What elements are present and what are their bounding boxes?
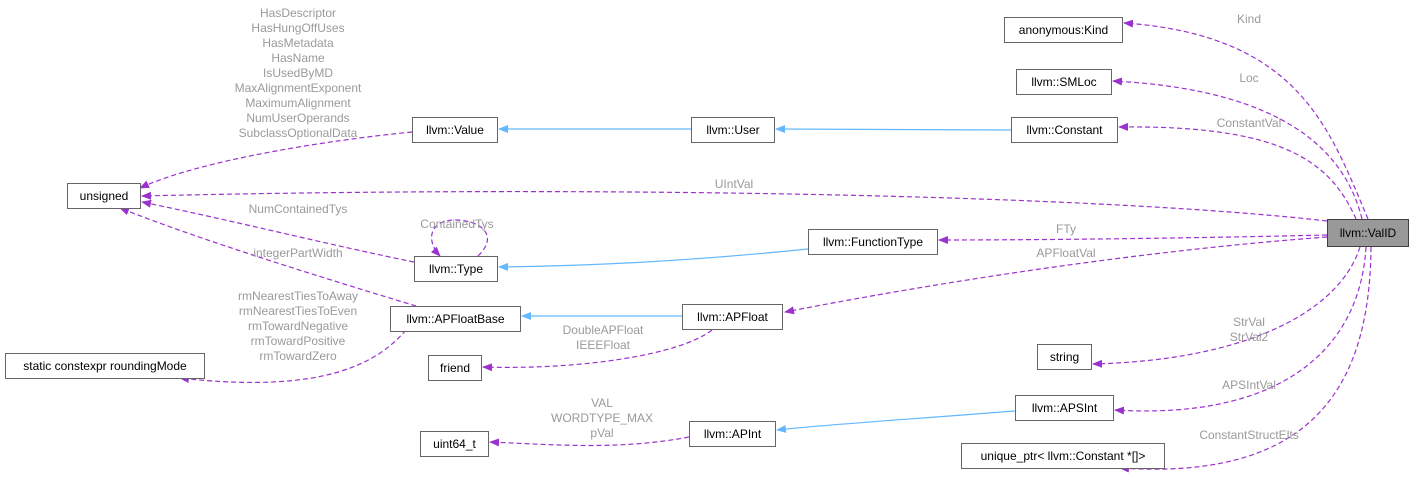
edge-friend — [482, 329, 713, 372]
label-line: integerPartWidth — [253, 246, 343, 260]
edge-apint-uint64 — [489, 436, 690, 447]
edge-apfloatval — [784, 236, 1328, 315]
label-line: Loc — [1239, 71, 1259, 85]
edge-label-uintval: UIntVal — [715, 177, 753, 192]
edge-kind — [1123, 19, 1369, 220]
edge-constantstructelts — [1119, 246, 1372, 473]
label-line: pVal — [590, 426, 614, 440]
edge-functiontype-type — [498, 248, 809, 271]
edge-label-apfloatval: APFloatVal — [1036, 246, 1095, 261]
label-line: rmTowardNegative — [247, 319, 349, 333]
node-llvm-user[interactable]: llvm::User — [691, 117, 775, 143]
node-llvm-apfloatbase[interactable]: llvm::APFloatBase — [390, 306, 521, 332]
label-line: NumUserOperands — [246, 111, 350, 125]
edge-uintval — [141, 190, 1328, 222]
label-line: MaxAlignmentExponent — [234, 81, 362, 95]
node-llvm-constant[interactable]: llvm::Constant — [1011, 117, 1118, 143]
label-line: rmNearestTiesToAway — [237, 289, 359, 303]
label-line: NumContainedTys — [248, 202, 348, 216]
node-llvm-apfloat[interactable]: llvm::APFloat — [682, 304, 783, 330]
label-line: ContainedTys — [420, 217, 494, 231]
edge-label-friend: DoubleAPFloat IEEEFloat — [563, 323, 644, 353]
edge-label-loc: Loc — [1239, 71, 1258, 86]
node-llvm-apsint[interactable]: llvm::APSInt — [1015, 395, 1114, 421]
node-llvm-functiontype[interactable]: llvm::FunctionType — [808, 229, 938, 255]
node-llvm-value[interactable]: llvm::Value — [412, 117, 498, 143]
label-line: Kind — [1236, 12, 1262, 26]
edge-numcontainedtys — [141, 199, 415, 263]
node-static-constexpr-roundingmode[interactable]: static constexpr roundingMode — [5, 353, 205, 379]
node-unique-ptr-constant[interactable]: unique_ptr< llvm::Constant *[]> — [961, 443, 1165, 469]
node-llvm-smloc[interactable]: llvm::SMLoc — [1016, 69, 1112, 95]
label-line: rmTowardZero — [259, 349, 337, 363]
edge-label-containedtys: ContainedTys — [420, 217, 493, 232]
edge-apsintval — [1114, 246, 1367, 415]
label-line: StrVal — [1233, 315, 1265, 329]
node-unsigned[interactable]: unsigned — [67, 183, 141, 209]
label-line: IEEEFloat — [575, 338, 631, 352]
edge-loc — [1112, 77, 1363, 220]
label-line: APSIntVal — [1222, 378, 1276, 392]
edge-constantval — [1118, 122, 1357, 220]
label-line: APFloatVal — [1036, 246, 1096, 260]
edge-label-integerpartwidth: integerPartWidth — [253, 246, 342, 261]
edge-containedtys — [430, 219, 488, 257]
label-line: ConstantStructElts — [1199, 428, 1299, 442]
edge-label-constantstructelts: ConstantStructElts — [1199, 428, 1298, 443]
edge-label-value-unsigned: HasDescriptor HasHungOffUses HasMetadata… — [235, 6, 362, 141]
edge-label-fty: FTy — [1056, 222, 1076, 237]
node-uint64-t[interactable]: uint64_t — [420, 431, 489, 457]
label-line: FTy — [1056, 222, 1076, 236]
label-line: HasMetadata — [262, 36, 334, 50]
label-line: SubclassOptionalData — [238, 126, 358, 140]
edge-apsint-apint — [776, 410, 1016, 433]
label-line: rmTowardPositive — [250, 334, 346, 348]
node-anonymous-kind[interactable]: anonymous:Kind — [1004, 17, 1123, 43]
node-llvm-type[interactable]: llvm::Type — [414, 256, 498, 282]
edge-value-unsigned — [139, 131, 413, 189]
edge-label-constantval: ConstantVal — [1217, 116, 1281, 131]
edge-label-apsintval: APSIntVal — [1222, 378, 1276, 393]
label-line: MaximumAlignment — [245, 96, 351, 110]
label-line: HasHungOffUses — [251, 21, 345, 35]
edge-constant-user — [775, 125, 1012, 134]
node-llvm-valid[interactable]: llvm::ValID — [1327, 219, 1409, 247]
edge-label-strval: StrVal StrVal2 — [1230, 315, 1268, 345]
label-line: UIntVal — [714, 177, 754, 191]
label-line: StrVal2 — [1229, 330, 1269, 344]
node-string[interactable]: string — [1037, 344, 1092, 370]
edge-strval — [1092, 246, 1361, 368]
label-line: WORDTYPE_MAX — [550, 411, 654, 425]
edge-label-roundingmodes: rmNearestTiesToAway rmNearestTiesToEven … — [238, 289, 358, 364]
edge-label-kind: Kind — [1237, 12, 1261, 27]
label-line: rmNearestTiesToEven — [238, 304, 358, 318]
label-line: HasName — [271, 51, 325, 65]
edge-label-apint-uint64: VAL WORDTYPE_MAX pVal — [551, 396, 653, 441]
edge-fty — [938, 234, 1328, 244]
label-line: HasDescriptor — [259, 6, 337, 20]
edge-roundingmodes — [179, 329, 407, 384]
node-llvm-apint[interactable]: llvm::APInt — [689, 421, 776, 447]
label-line: VAL — [591, 396, 613, 410]
label-line: IsUsedByMD — [262, 66, 333, 80]
node-friend[interactable]: friend — [428, 355, 482, 381]
label-line: ConstantVal — [1216, 116, 1282, 130]
edge-label-numcontainedtys: NumContainedTys — [249, 202, 348, 217]
edge-integerpartwidth — [119, 207, 417, 307]
label-line: DoubleAPFloat — [562, 323, 644, 337]
